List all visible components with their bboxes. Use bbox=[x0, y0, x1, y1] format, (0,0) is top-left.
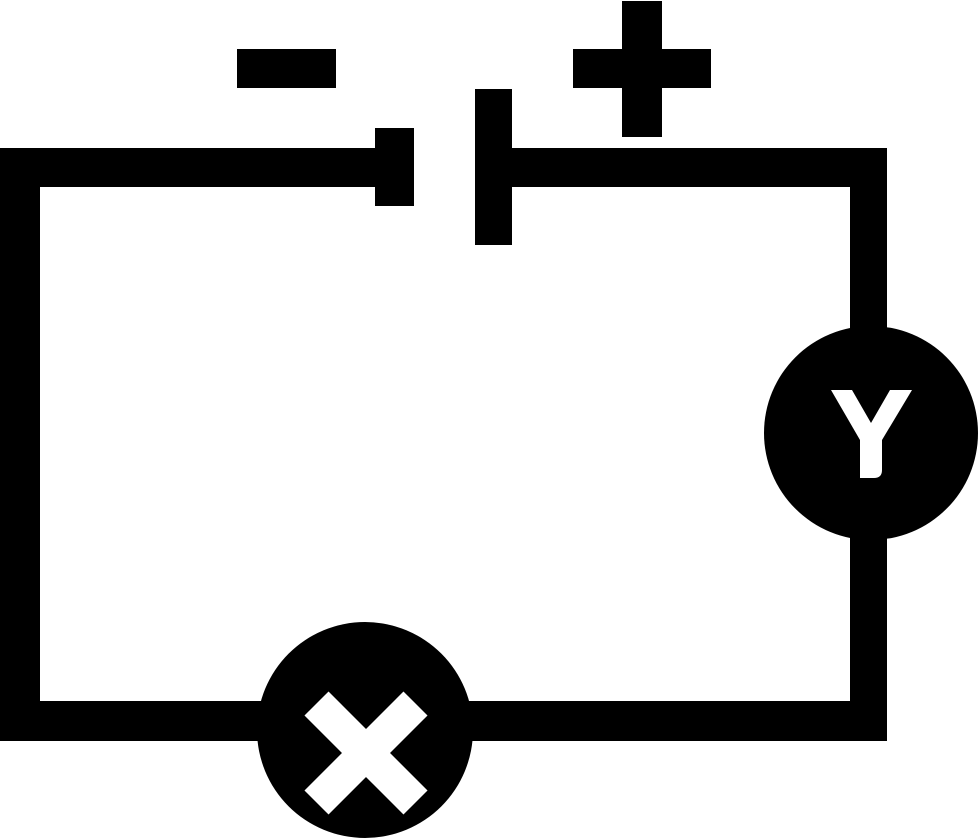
battery-icon bbox=[237, 1, 711, 245]
wire-top-left bbox=[0, 148, 376, 187]
minus-sign-icon bbox=[237, 49, 336, 88]
battery-negative-plate bbox=[375, 128, 414, 206]
lamp-x-icon bbox=[257, 622, 473, 838]
meter-y-icon bbox=[764, 326, 978, 540]
wires bbox=[0, 148, 887, 741]
wire-top-right bbox=[511, 148, 887, 187]
battery-positive-plate bbox=[475, 89, 512, 245]
plus-sign-icon bbox=[573, 1, 711, 137]
wire-left bbox=[0, 148, 40, 741]
